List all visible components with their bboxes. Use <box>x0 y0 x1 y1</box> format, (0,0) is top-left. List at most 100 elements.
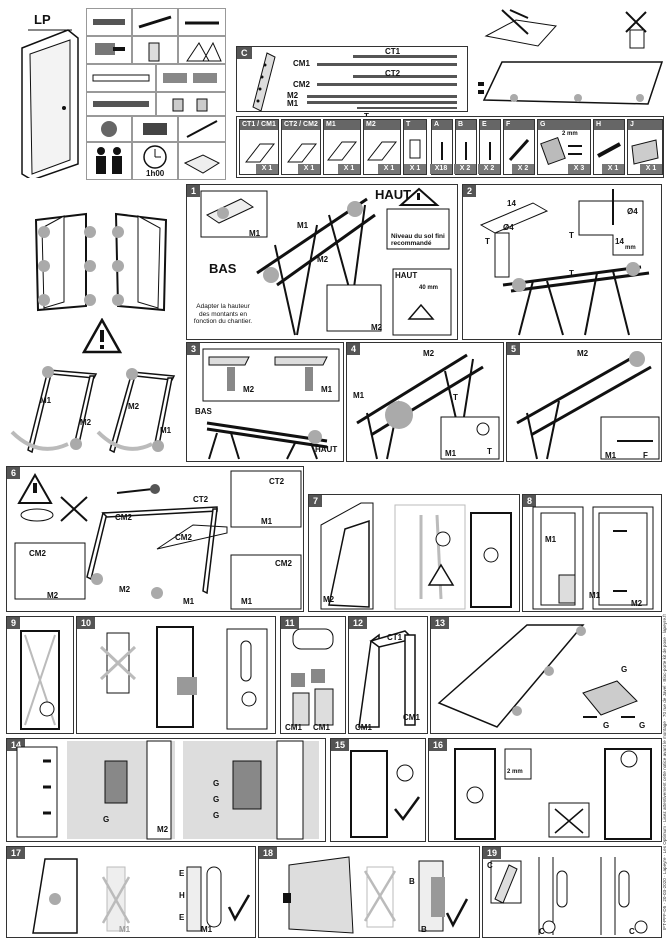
step-4-drawing <box>356 353 500 460</box>
legal-sidebar-text: IFT-PFF-D5 · 20-03-2020 · Lapeyre · Les … <box>662 613 667 930</box>
step-8-m2: M2 <box>631 599 643 608</box>
step-18-panel: 18 B B <box>258 846 480 938</box>
step-14-g2: G <box>213 795 220 804</box>
step-6-ct2: CT2 <box>193 495 209 504</box>
step-17-e2: E <box>179 913 185 922</box>
parts-row: CT1 / CM1 X 1 CT2 / CM2 X 1 M1 X 1 M2 X … <box>236 116 664 178</box>
step-3-drawing <box>202 348 340 460</box>
step-1-panel: 1 HAUT BAS M1 M1 M2 M2 Niveau du sol fin… <box>186 184 458 340</box>
step-12-panel: 12 CT1 CM1 CM1 <box>348 616 428 734</box>
warning-icon <box>82 318 122 354</box>
left-m2-b: M2 <box>128 402 140 411</box>
step-18-b: B <box>409 877 415 886</box>
tools-grid: 1h00 <box>86 8 226 180</box>
piece-cm1-label: CM1 <box>293 59 310 68</box>
step-14-m2: M2 <box>157 825 169 834</box>
step-3-panel: 3 M2 M1 BAS HAUT <box>186 342 344 462</box>
left-m1-b: M1 <box>160 426 172 435</box>
step-13-g3: G <box>639 721 646 730</box>
step-4-t: T <box>453 393 458 402</box>
step-5-m2: M2 <box>577 349 589 358</box>
lp-label: LP <box>34 12 51 27</box>
step-6-cm2c: CM2 <box>29 549 46 558</box>
clock-icon <box>143 145 167 169</box>
step-7-panel: 7 M2 <box>308 494 520 612</box>
step-7-drawing <box>320 502 512 610</box>
step-19-c2: C <box>539 927 545 936</box>
part-a: A X18 <box>430 119 453 175</box>
step-17-number: 17 <box>7 847 26 859</box>
step-1-m1-detail: M1 <box>249 229 261 238</box>
step-8-panel: 8 M1 M1 M2 <box>522 494 662 612</box>
step-13-number: 13 <box>431 617 450 629</box>
step-2-d14a: 14 <box>507 199 516 208</box>
step-18-number: 18 <box>259 847 278 859</box>
step-13-drawing <box>437 624 638 728</box>
step-14-drawing <box>16 740 319 840</box>
step-12-cm1b: CM1 <box>403 713 420 722</box>
step-6-cm2: CM2 <box>115 513 132 522</box>
step-14-g1: G <box>213 779 220 788</box>
step-19-c3: C <box>629 927 635 936</box>
step-9-panel: 9 <box>6 616 74 734</box>
step-1-mm: 40 mm <box>419 285 439 291</box>
step-1-adapter: Adapter la hauteur des montants en fonct… <box>193 303 253 325</box>
part-ct2-cm2: CT2 / CM2 X 1 <box>281 119 321 175</box>
step-1-bas: BAS <box>209 261 237 276</box>
step-18-drawing <box>283 856 469 934</box>
step-5-panel: 5 M2 M1 F <box>506 342 662 462</box>
step-2-panel: 2 14 Ø4 Ø4 14 mm T T T <box>462 184 662 340</box>
step-1-haut2: HAUT <box>395 271 418 280</box>
duration-label: 1h00 <box>146 169 165 178</box>
step-1-number: 1 <box>187 185 201 197</box>
door-frame-drawing <box>21 29 79 178</box>
step-6-ct2b: CT2 <box>269 477 285 486</box>
step-11-cm1: CM1 <box>285 723 302 732</box>
part-ct1-cm1: CT1 / CM1 X 1 <box>239 119 279 175</box>
step-19-c: C <box>487 861 493 870</box>
step-3-haut: HAUT <box>315 445 338 454</box>
step-2-phi2: Ø4 <box>627 207 638 216</box>
step-12-number: 12 <box>349 617 368 629</box>
step-11-number: 11 <box>281 617 299 629</box>
part-b: B X 2 <box>454 119 477 175</box>
step-4-m1b: M1 <box>445 449 457 458</box>
two-persons-icon <box>96 147 122 174</box>
unboxing-icons <box>484 9 647 49</box>
step-1-niveau: Niveau du sol fini recommandé <box>391 233 445 247</box>
step-10-drawing <box>99 626 268 730</box>
step-5-drawing <box>516 351 660 460</box>
step-4-m1: M1 <box>353 391 365 400</box>
step-2-t3: T <box>569 269 574 278</box>
step-2-number: 2 <box>463 185 477 197</box>
step-12-cm1: CM1 <box>355 723 372 732</box>
step-6-cm2d: CM2 <box>275 559 292 568</box>
part-e: E X 2 <box>478 119 501 175</box>
step-10-panel: 10 <box>76 616 276 734</box>
step-2-drawing <box>479 189 650 336</box>
step-17-panel: 17 E H E M1 M1 <box>6 846 256 938</box>
step-6-m1c: M1 <box>241 597 253 606</box>
step-8-m1: M1 <box>545 535 557 544</box>
step-6-m1b: M1 <box>183 597 195 606</box>
step-16-panel: 16 2 mm <box>428 738 662 842</box>
step-8-m1b: M1 <box>589 591 601 600</box>
step-2-t: T <box>485 237 490 246</box>
pieces-panel: C CT1 CM1 CT2 CM2 M2 M1 <box>236 46 468 112</box>
step-1-haut: HAUT <box>375 187 412 202</box>
left-m2-a: M2 <box>80 418 92 427</box>
step-9-number: 9 <box>7 617 21 629</box>
step-3-m2: M2 <box>243 385 255 394</box>
step-4-number: 4 <box>347 343 361 355</box>
step-15-number: 15 <box>331 739 350 751</box>
door-leaf-drawing <box>478 61 664 105</box>
step-16-number: 16 <box>429 739 448 751</box>
step-1-m2: M2 <box>317 255 329 264</box>
step-17-e: E <box>179 869 185 878</box>
toolbox-icon <box>183 154 221 174</box>
step-13-panel: 13 G G G <box>430 616 662 734</box>
step-18-b2: B <box>421 925 427 934</box>
step-19-panel: 19 C C C <box>482 846 662 938</box>
step-6-m2b: M2 <box>119 585 131 594</box>
part-h: H X 1 <box>593 119 625 175</box>
